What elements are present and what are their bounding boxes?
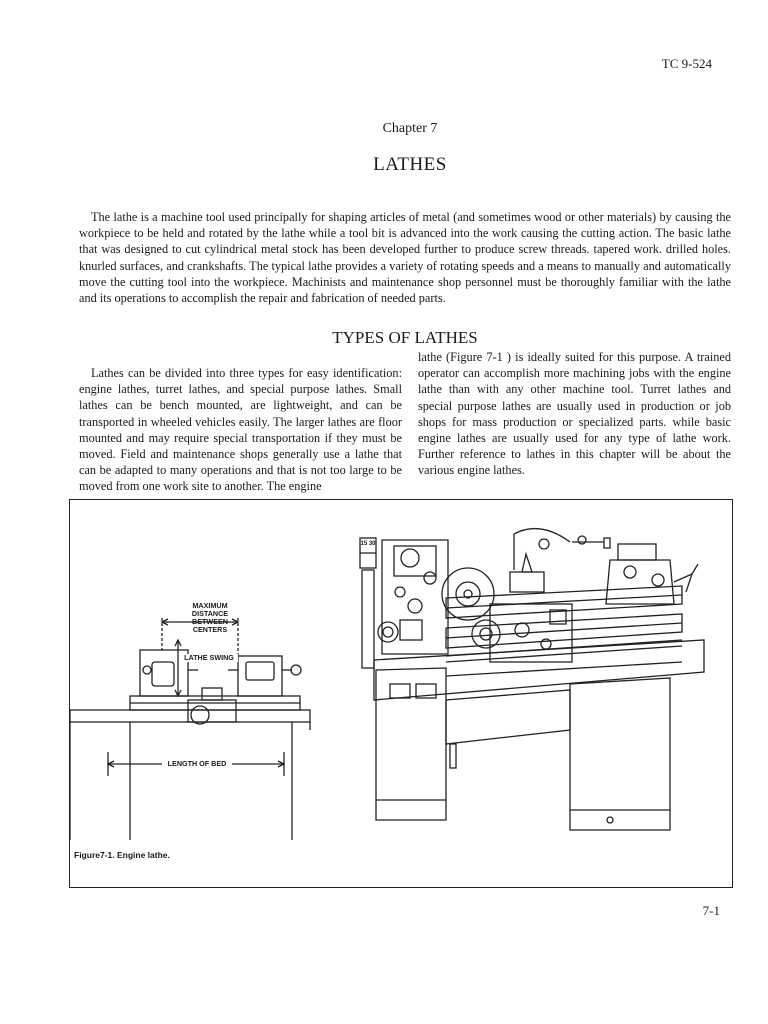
label-lathe-swing: LATHE SWING: [180, 654, 238, 662]
label-length-of-bed: LENGTH OF BED: [162, 760, 232, 768]
intro-paragraph: The lathe is a machine tool used princip…: [79, 210, 731, 306]
page-number: 7-1: [702, 903, 720, 918]
lathe-schematic-diagram: [70, 618, 311, 840]
label-speed-plate: 15 30: [360, 541, 376, 547]
left-column-text: Lathes can be divided into three types f…: [79, 366, 402, 494]
figure-caption: Figure7-1. Engine lathe.: [74, 850, 170, 860]
right-column-text: lathe (Figure 7-1 ) is ideally suited fo…: [418, 350, 731, 478]
lathe-detailed-drawing: [359, 527, 705, 831]
figure-engine-lathe: MAXIMUM DISTANCE BETWEEN CENTERS LATHE S…: [69, 499, 733, 888]
lathe-illustration: [70, 527, 705, 840]
section-heading: TYPES OF LATHES: [332, 328, 478, 347]
document-id: TC 9-524: [661, 56, 712, 71]
label-maximum-distance: MAXIMUM DISTANCE BETWEEN CENTERS: [191, 601, 229, 634]
chapter-label: Chapter 7: [382, 121, 438, 136]
chapter-title: LATHES: [373, 154, 447, 175]
